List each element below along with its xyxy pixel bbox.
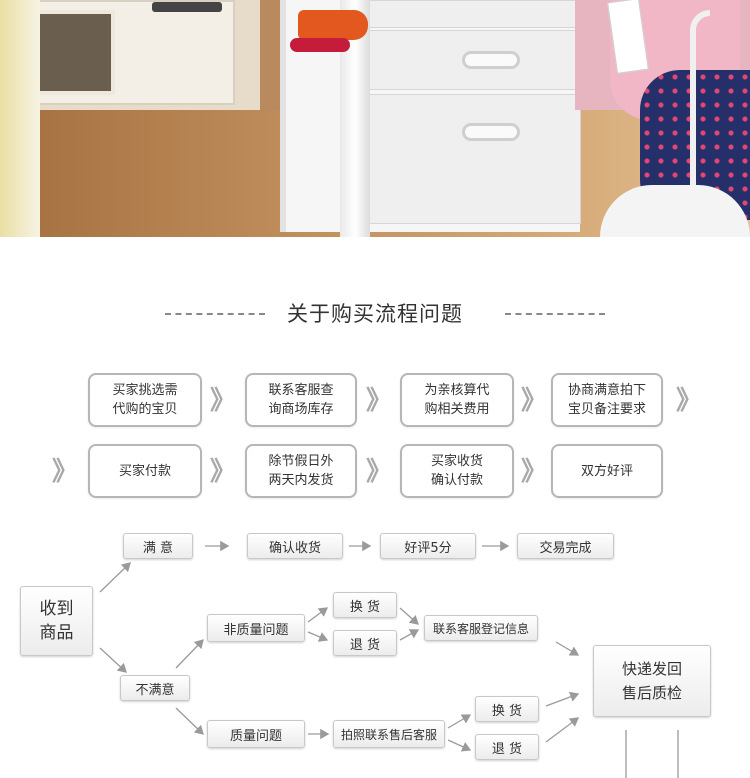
photo-cabinet xyxy=(10,0,235,105)
flow-step-8-label: 双方好评 xyxy=(580,463,633,479)
flow-step-6: 除节假日外 两天内发货 xyxy=(245,444,357,498)
title-dash-left xyxy=(165,313,265,315)
chevron-icon: 》 xyxy=(676,386,702,416)
photo-drawer xyxy=(366,94,581,224)
ship-back-box: 快递发回 售后质检 xyxy=(593,645,711,717)
photo-chair-base xyxy=(600,185,750,237)
deal-done-box: 交易完成 xyxy=(517,533,614,559)
photo-drawer-unit xyxy=(280,0,581,232)
arrow-register-to-ship xyxy=(555,641,580,656)
flow-step-1-label: 买家挑选需 代购的宝贝 xyxy=(112,383,178,417)
contact-register-box: 联系客服登记信息 xyxy=(424,615,538,641)
flow-step-7-label: 买家收货 确认付款 xyxy=(430,454,483,488)
photo-hook-orange xyxy=(298,10,368,40)
chevron-icon: 》 xyxy=(210,386,236,416)
product-photo xyxy=(0,0,750,237)
chevron-icon: 》 xyxy=(521,457,547,487)
received-goods-box: 收到 商品 xyxy=(20,586,93,656)
photo-drawer xyxy=(366,30,581,90)
good-review-label: 好评5分 xyxy=(404,540,452,556)
non-quality-box: 非质量问题 xyxy=(207,614,305,642)
confirm-receipt-box: 确认收货 xyxy=(247,533,343,559)
arrow-exchange-to-register xyxy=(399,607,419,625)
arrow-to-return2 xyxy=(447,739,472,752)
photo-drawer xyxy=(366,0,581,28)
arrow-to-quality xyxy=(175,707,204,735)
flow-step-2: 联系客服查 询商场库存 xyxy=(245,373,357,427)
arrow-return2-to-ship xyxy=(545,717,580,743)
chevron-icon: 》 xyxy=(52,457,78,487)
good-review-box: 好评5分 xyxy=(380,533,476,559)
chevron-icon: 》 xyxy=(366,386,392,416)
exchange-label: 换 货 xyxy=(349,599,381,615)
return-label: 退 货 xyxy=(349,637,381,653)
received-goods-label: 收到 商品 xyxy=(39,599,74,643)
photo-contact-label: 拍照联系售后客服 xyxy=(340,727,437,742)
flow-step-2-label: 联系客服查 询商场库存 xyxy=(268,383,334,417)
chevron-icon: 》 xyxy=(366,457,392,487)
return2-box: 退 货 xyxy=(475,734,539,760)
arrow-exchange2-to-ship xyxy=(545,691,580,707)
flow-step-7: 买家收货 确认付款 xyxy=(400,444,514,498)
arrow-to-satisfied xyxy=(99,562,131,593)
arrow-to-exchange2 xyxy=(447,714,472,729)
flow-step-4-label: 协商满意拍下 宝贝备注要求 xyxy=(567,383,646,417)
unsatisfied-box: 不满意 xyxy=(120,675,190,701)
flow-step-8: 双方好评 xyxy=(551,444,663,498)
confirm-receipt-label: 确认收货 xyxy=(268,540,321,556)
unsatisfied-label: 不满意 xyxy=(135,682,175,698)
exchange2-box: 换 货 xyxy=(475,696,539,722)
arrow-to-non-quality xyxy=(175,639,204,669)
satisfied-label: 满 意 xyxy=(142,540,174,556)
photo-cabinet-handle xyxy=(152,2,222,12)
contact-register-label: 联系客服登记信息 xyxy=(432,621,529,636)
photo-contact-box: 拍照联系售后客服 xyxy=(333,720,445,748)
satisfied-box: 满 意 xyxy=(123,533,193,559)
quality-label: 质量问题 xyxy=(229,728,282,744)
exchange2-label: 换 货 xyxy=(491,703,523,719)
arrow-return-to-register xyxy=(399,629,420,641)
flow-step-4: 协商满意拍下 宝贝备注要求 xyxy=(551,373,663,427)
flow-step-1: 买家挑选需 代购的宝贝 xyxy=(88,373,202,427)
flow-step-5: 买家付款 xyxy=(88,444,202,498)
photo-drawer-handle xyxy=(462,123,520,141)
deal-done-label: 交易完成 xyxy=(539,540,592,556)
arrow-to-exchange xyxy=(307,607,329,623)
chevron-icon: 》 xyxy=(210,457,236,487)
flow-step-3-label: 为亲核算代 购相关费用 xyxy=(424,383,490,417)
flow-step-6-label: 除节假日外 两天内发货 xyxy=(268,454,334,488)
photo-hook-red xyxy=(290,38,350,52)
chevron-icon: 》 xyxy=(521,386,547,416)
arrow-to-unsatisfied xyxy=(99,647,127,673)
ship-back-label: 快递发回 售后质检 xyxy=(621,660,682,702)
flow-step-3: 为亲核算代 购相关费用 xyxy=(400,373,514,427)
title-dash-right xyxy=(505,313,605,315)
return-box: 退 货 xyxy=(333,630,397,656)
arrow-to-return xyxy=(307,631,329,642)
non-quality-label: 非质量问题 xyxy=(223,622,289,638)
photo-pillar xyxy=(0,0,40,237)
flow-step-5-label: 买家付款 xyxy=(118,463,171,479)
photo-chair-frame xyxy=(690,10,710,210)
quality-box: 质量问题 xyxy=(207,720,305,748)
section-title: 关于购买流程问题 xyxy=(287,302,463,326)
exchange-box: 换 货 xyxy=(333,592,397,618)
photo-drawer-handle xyxy=(462,51,520,69)
return2-label: 退 货 xyxy=(491,741,523,757)
